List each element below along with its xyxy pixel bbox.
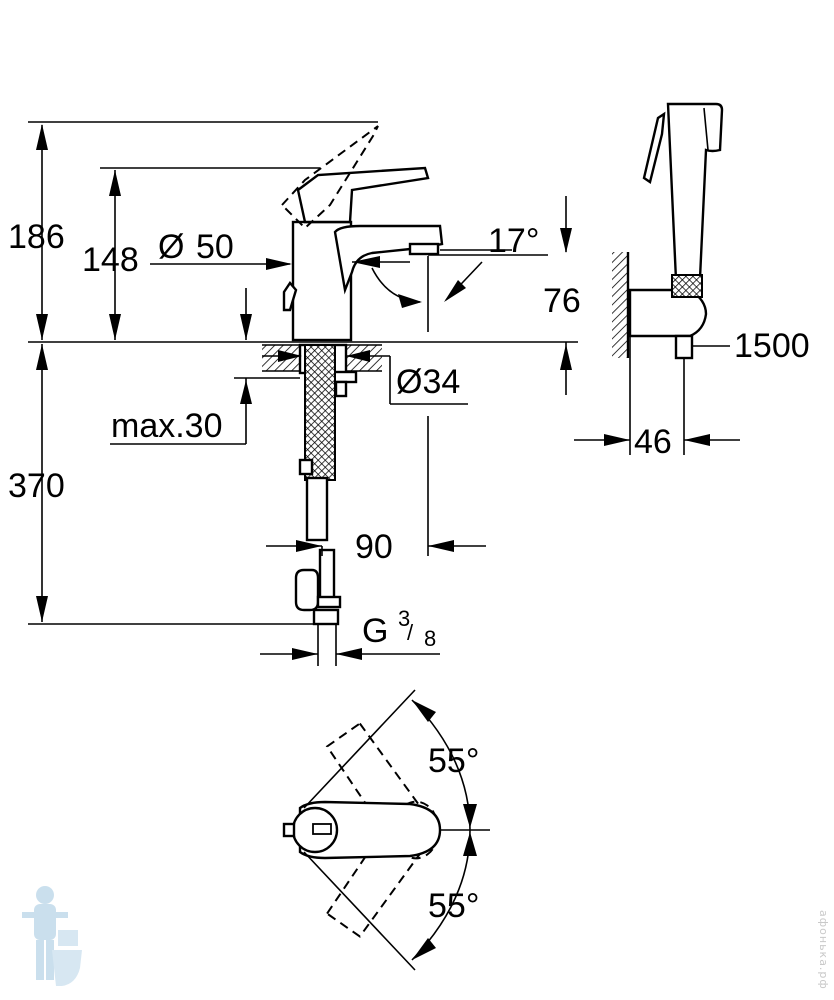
- dim-1500: 1500: [734, 327, 810, 365]
- dim-148: 148: [82, 241, 139, 279]
- mixer-lever: [296, 166, 430, 224]
- dim-thread-denominator: 8: [424, 626, 436, 651]
- dim-50: 50: [196, 228, 234, 266]
- dim-thread-g: G: [362, 612, 388, 650]
- dim-max-30: max.30: [111, 407, 223, 445]
- dim-thread-numerator: 3: [398, 606, 410, 631]
- top-view-pull-rod: [282, 822, 296, 838]
- lever-raised-outline: [280, 125, 379, 230]
- dim-thread-slash: /: [407, 620, 414, 645]
- mixer-side-view: [28, 125, 578, 626]
- hose-connector: [674, 334, 694, 360]
- pull-rod-knob: [282, 281, 298, 312]
- wall-hatch: [612, 252, 628, 358]
- dim-370: 370: [8, 467, 65, 505]
- dim-90: 90: [355, 528, 393, 566]
- dim-diameter-symbol: Ø: [158, 228, 184, 266]
- dimension-lines: [28, 121, 572, 666]
- dim-186: 186: [8, 218, 65, 256]
- watermark-text: афонька.рф: [817, 910, 830, 990]
- top-view-marker: [312, 823, 332, 835]
- aerator: [408, 242, 440, 256]
- dim-76: 76: [543, 282, 581, 320]
- hand-shower-view: [574, 102, 740, 455]
- mounting-stud: [334, 380, 348, 398]
- dim-diameter-34: Ø34: [396, 363, 460, 401]
- dim-55-down: 55°: [428, 887, 479, 925]
- shower-grip: [671, 274, 703, 298]
- plumber-logo: [22, 886, 82, 986]
- thread-connector: [312, 608, 340, 626]
- dim-55-up: 55°: [428, 742, 479, 780]
- dim-17-deg: 17°: [488, 222, 539, 260]
- hose-ferrule: [298, 458, 314, 476]
- dim-46: 46: [634, 423, 672, 461]
- shower-trigger: [642, 111, 666, 184]
- connector-nut: [316, 595, 342, 609]
- check-valve: [294, 568, 320, 612]
- flex-hose-lower: [305, 476, 329, 542]
- hose-lower-connector: [318, 548, 336, 600]
- hand-shower: [666, 102, 724, 284]
- mixer-top-view: [282, 689, 490, 971]
- dimension-labels: 186 148 Ø 50 17° 76 1500 46 Ø34 max.30 3…: [8, 218, 810, 925]
